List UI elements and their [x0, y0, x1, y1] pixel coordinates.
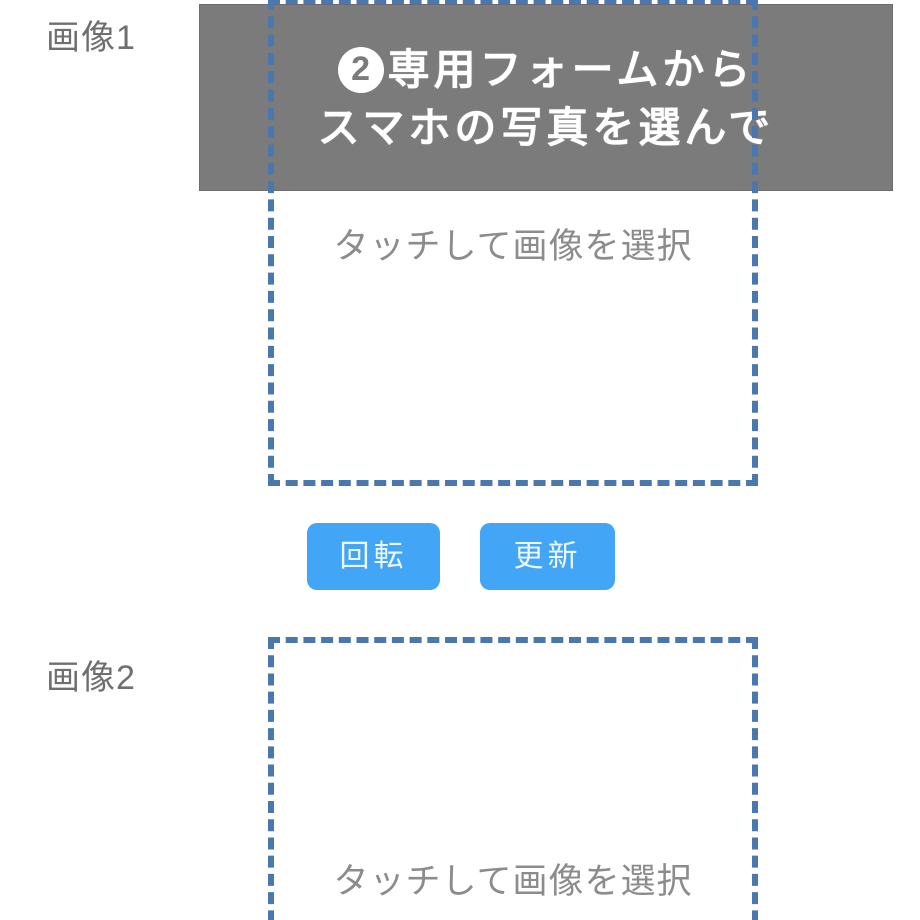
- banner-line1-text: 専用フォームから: [387, 45, 755, 93]
- instruction-banner: 2 専用フォームから スマホの写真を選んで: [199, 4, 893, 191]
- rotate-button[interactable]: 回転: [307, 523, 440, 590]
- image1-label: 画像1: [46, 19, 136, 57]
- banner-line2-text: スマホの写真を選んで: [317, 103, 775, 151]
- banner-line1: 2 専用フォームから: [337, 45, 755, 93]
- image2-label: 画像2: [46, 659, 136, 697]
- image1-dropzone[interactable]: タッチして画像を選択: [268, 0, 758, 486]
- image1-dropzone-placeholder: タッチして画像を選択: [333, 227, 693, 266]
- step-number: 2: [351, 49, 371, 88]
- circled-2-icon: 2: [337, 46, 384, 93]
- image2-dropzone[interactable]: タッチして画像を選択: [268, 637, 758, 920]
- image2-dropzone-placeholder: タッチして画像を選択: [333, 862, 693, 901]
- update-button[interactable]: 更新: [480, 523, 615, 590]
